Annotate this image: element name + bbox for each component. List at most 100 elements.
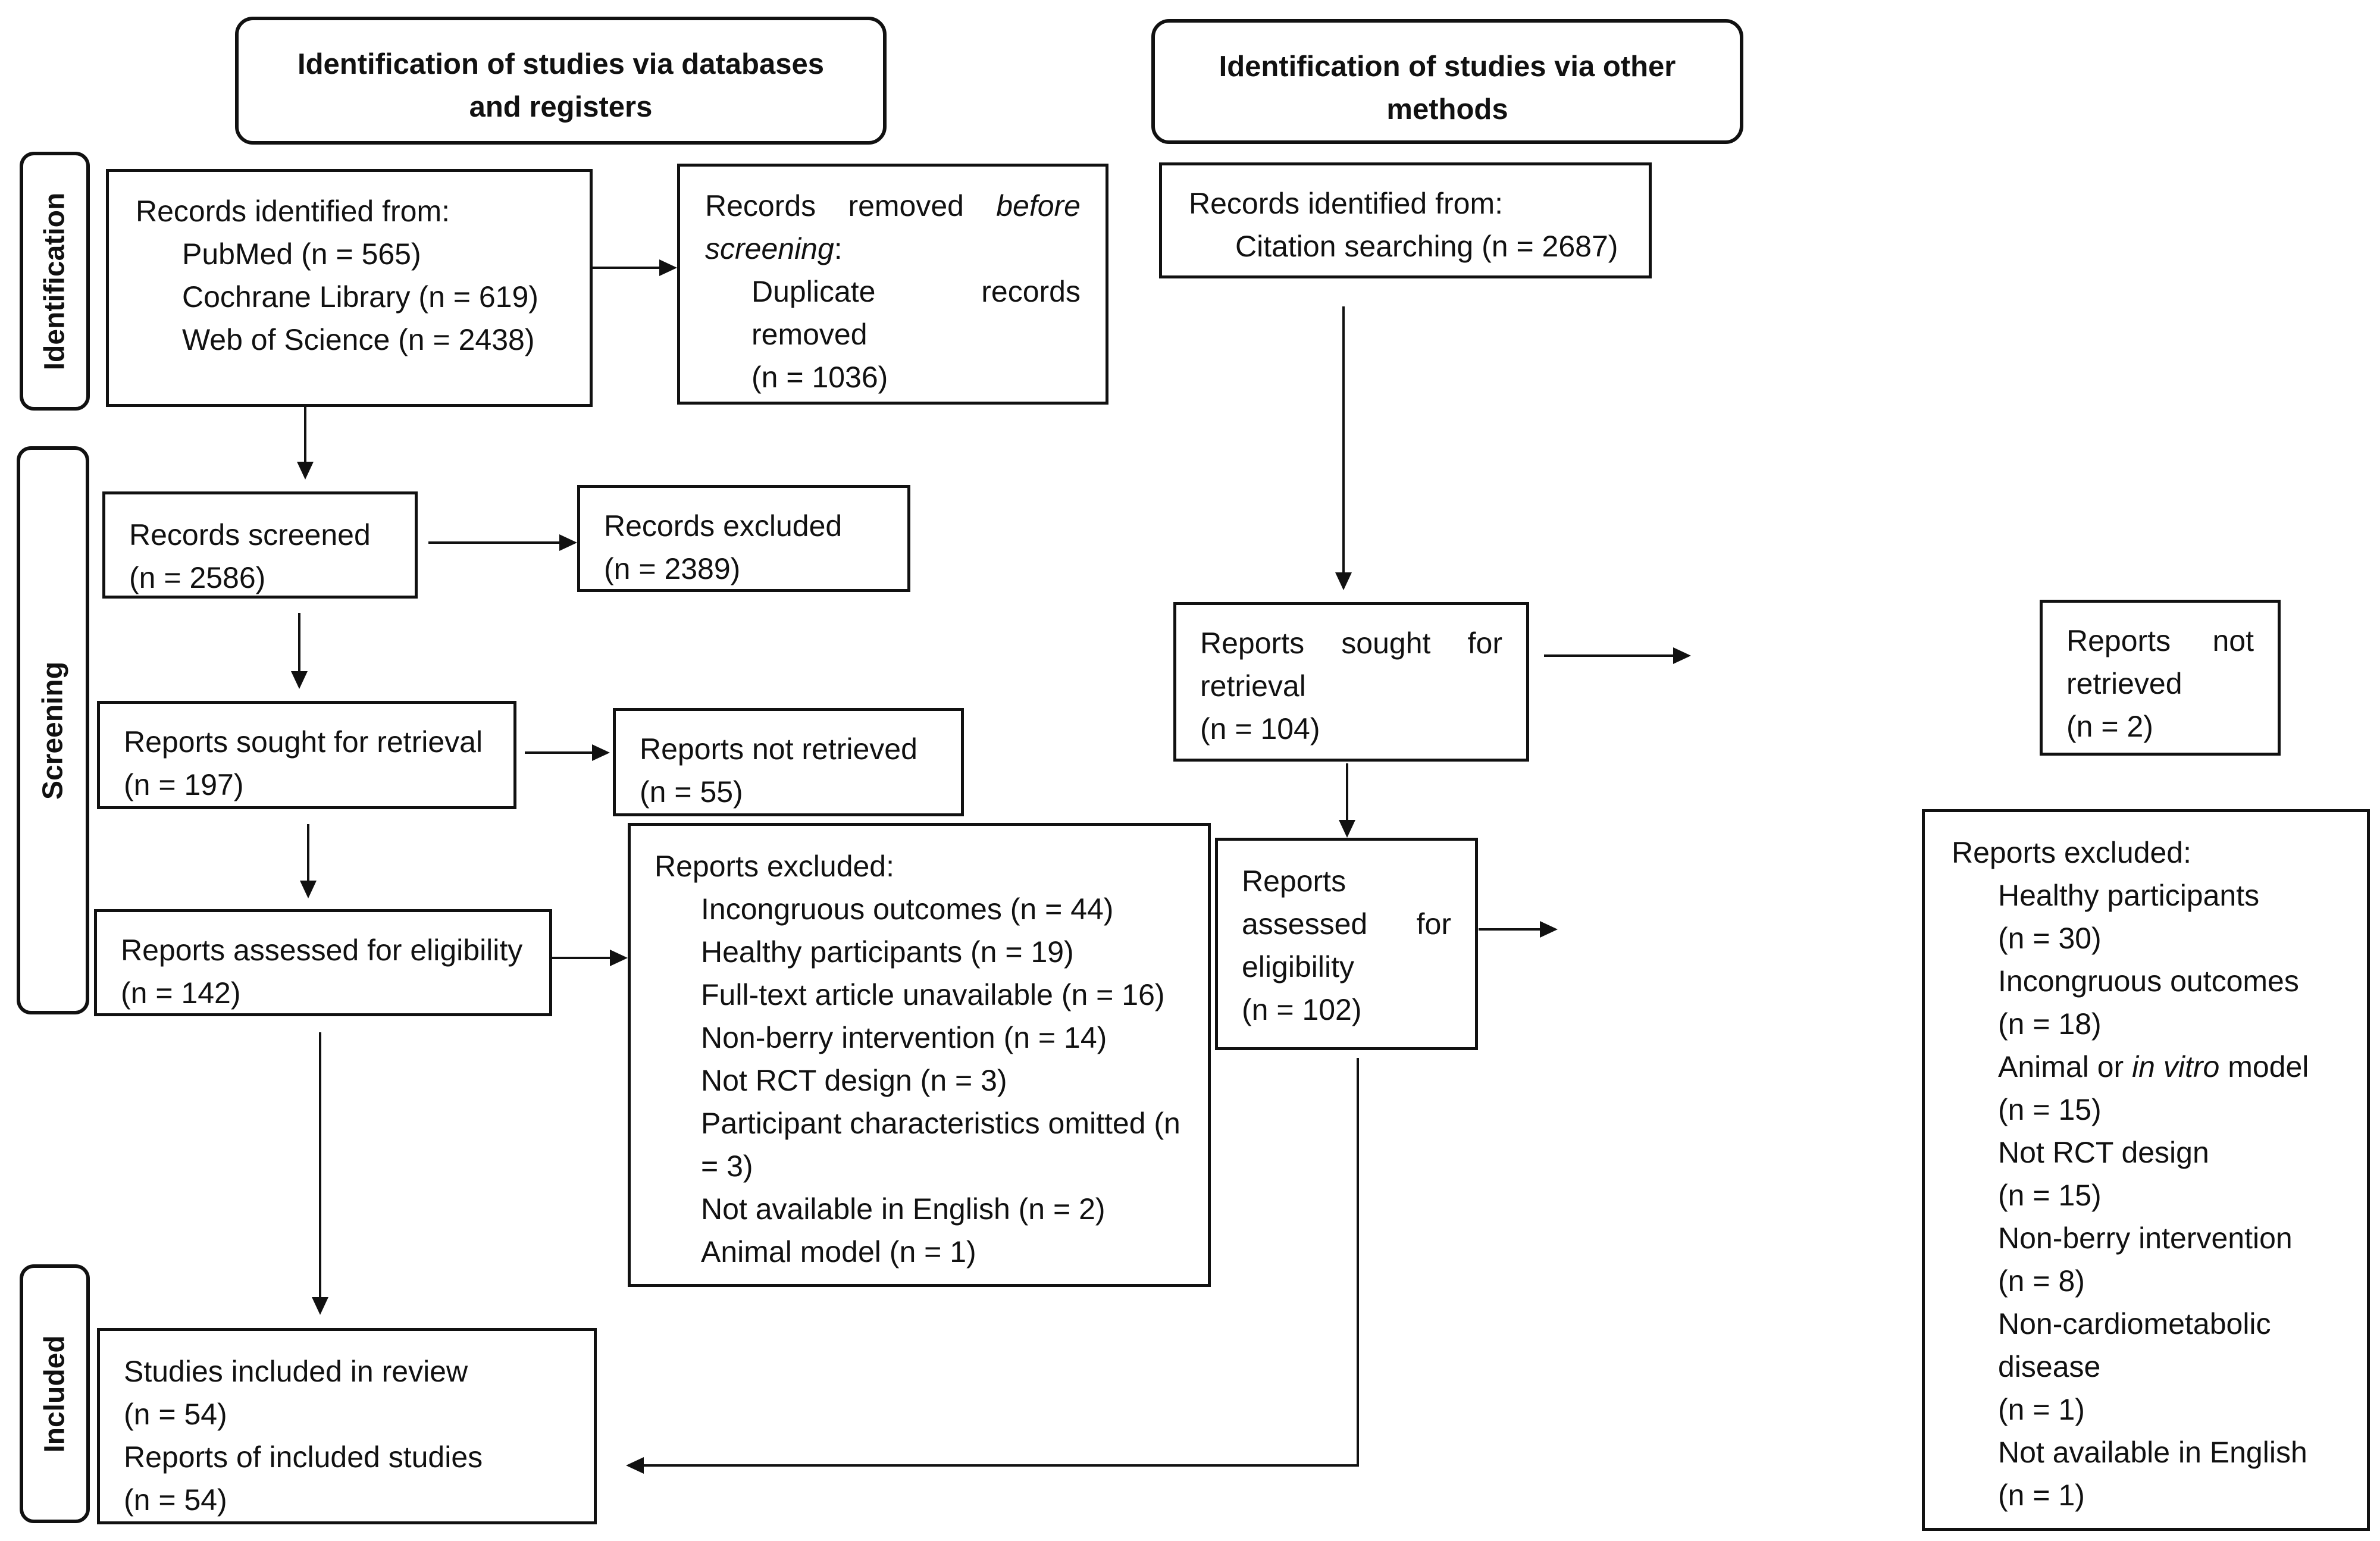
other-excluded-rct-count: (n = 15) <box>1998 1179 2102 1212</box>
reports-not-retrieved-count: (n = 55) <box>640 775 743 809</box>
reports-sought-box: Reports sought for retrieval (n = 197) <box>97 701 516 809</box>
records-pubmed: PubMed (n = 565) <box>182 237 421 271</box>
reports-sought-count: (n = 197) <box>124 768 244 801</box>
reports-assessed-other-eligibility: eligibility <box>1242 950 1354 984</box>
reports-sought-other-word-sought: sought <box>1341 627 1431 660</box>
records-removed-records-word: records <box>981 275 1081 308</box>
other-excluded-incongruous: Incongruous outcomes <box>1998 964 2299 998</box>
reports-excluded-databases-box: Reports excluded: Incongruous outcomes (… <box>628 823 1211 1287</box>
other-excluded-noncardio-count: (n = 1) <box>1998 1393 2085 1426</box>
studies-included-label: Studies included in review <box>124 1355 468 1388</box>
reports-sought-other-line-1: Reports sought for <box>1200 622 1502 665</box>
reports-not-retrieved-other-box: Reports not retrieved (n = 2) <box>2040 600 2281 756</box>
excluded-item-animal: Animal model (n = 1) <box>701 1235 976 1268</box>
arrowhead-not-retrieved <box>592 744 610 761</box>
header-other-methods: Identification of studies via other meth… <box>1151 19 1743 144</box>
arrowhead-included <box>312 1297 328 1315</box>
reports-assessed-other-word-for: for <box>1416 907 1451 941</box>
reports-assessed-other-word-assessed: assessed <box>1242 907 1368 941</box>
records-removed-line-2: screening: <box>705 227 1081 270</box>
reports-assessed-box: Reports assessed for eligibility (n = 14… <box>94 909 552 1016</box>
records-removed-line-1: Records removed before <box>705 184 1081 227</box>
reports-not-retrieved-box: Reports not retrieved (n = 55) <box>613 708 964 816</box>
records-identified-databases-box: Records identified from: PubMed (n = 565… <box>106 169 593 407</box>
excluded-item-participant-count: = 3) <box>701 1150 753 1183</box>
other-excluded-incongruous-count: (n = 18) <box>1998 1007 2102 1041</box>
other-excluded-healthy-count: (n = 30) <box>1998 922 2102 955</box>
header-other-line-2: methods <box>1386 93 1508 126</box>
other-excluded-rct: Not RCT design <box>1998 1136 2209 1169</box>
other-excluded-english-count: (n = 1) <box>1998 1479 2085 1512</box>
arrowhead-sought <box>291 671 308 689</box>
excluded-item-healthy: Healthy participants (n = 19) <box>701 935 1074 969</box>
reports-sought-other-word-reports: Reports <box>1200 627 1305 660</box>
other-excluded-healthy: Healthy participants <box>1998 879 2260 912</box>
records-screened-box: Records screened (n = 2586) <box>102 491 418 599</box>
reports-excluded-other-title: Reports excluded: <box>1952 836 2192 869</box>
reports-sought-other-count: (n = 104) <box>1200 712 1320 746</box>
header-databases-registers: Identification of studies via databases … <box>235 17 887 145</box>
other-excluded-noncardio: Non-cardiometabolic <box>1998 1307 2271 1340</box>
records-removed-box: Records removed before screening: Duplic… <box>677 164 1108 405</box>
stage-included: Included <box>20 1264 90 1523</box>
excluded-item-fulltext: Full-text article unavailable (n = 16) <box>701 978 1165 1011</box>
records-identified-other-box: Records identified from: Citation search… <box>1159 162 1652 278</box>
records-cochrane: Cochrane Library (n = 619) <box>182 280 538 314</box>
arrowhead-other-assessed <box>1339 820 1355 838</box>
records-removed-word-records: Records <box>705 189 816 223</box>
other-excluded-animal-suffix: model <box>2219 1050 2309 1083</box>
reports-assessed-other-box: Reports assessed for eligibility (n = 10… <box>1215 838 1478 1050</box>
records-removed-colon: : <box>834 232 843 265</box>
other-excluded-english: Not available in English <box>1998 1436 2307 1469</box>
excluded-item-english: Not available in English (n = 2) <box>701 1192 1106 1226</box>
records-wos: Web of Science (n = 2438) <box>182 323 535 356</box>
arrowhead-reports-excluded <box>610 950 628 966</box>
reports-not-retrieved-label: Reports not retrieved <box>640 732 917 766</box>
arrowhead-removed <box>659 259 677 276</box>
reports-not-retrieved-other-line-1: Reports not <box>2066 619 2254 662</box>
other-excluded-animal-invitro: in vitro <box>2132 1050 2220 1083</box>
reports-assessed-other-word-reports: Reports <box>1242 865 1346 898</box>
reports-sought-other-retrieval: retrieval <box>1200 669 1306 703</box>
reports-not-retrieved-other-word-reports: Reports <box>2066 624 2171 657</box>
excluded-item-rct: Not RCT design (n = 3) <box>701 1064 1007 1097</box>
studies-included-box: Studies included in review (n = 54) Repo… <box>97 1328 597 1524</box>
stage-screening: Screening <box>17 446 89 1014</box>
records-excluded-label: Records excluded <box>604 509 843 543</box>
arrowhead-other-not-retrieved <box>1673 647 1691 664</box>
arrowhead-screened <box>297 462 314 480</box>
excluded-item-incongruous: Incongruous outcomes (n = 44) <box>701 892 1114 926</box>
records-identified-other-title: Records identified from: <box>1189 187 1504 220</box>
studies-included-count: (n = 54) <box>124 1398 227 1431</box>
other-excluded-nonberry-count: (n = 8) <box>1998 1264 2085 1298</box>
reports-included-count: (n = 54) <box>124 1483 227 1517</box>
reports-sought-label: Reports sought for retrieval <box>124 725 483 759</box>
reports-included-label: Reports of included studies <box>124 1440 483 1474</box>
records-screened-count: (n = 2586) <box>129 561 266 594</box>
records-citation-searching: Citation searching (n = 2687) <box>1235 230 1618 263</box>
excluded-item-participant: Participant characteristics omitted (n <box>701 1107 1180 1140</box>
reports-excluded-other-box: Reports excluded: Healthy participants (… <box>1922 809 2370 1531</box>
records-removed-screening: screening <box>705 232 834 265</box>
arrowhead-excluded <box>559 534 577 551</box>
arrowhead-assessed <box>300 881 317 898</box>
records-identified-title: Records identified from: <box>136 195 450 228</box>
header-databases-line-1: Identification of studies via databases <box>298 48 824 80</box>
header-databases-line-2: and registers <box>469 91 653 123</box>
reports-assessed-label: Reports assessed for eligibility <box>121 934 523 967</box>
records-removed-duplicate-line: Duplicate records <box>705 270 1081 313</box>
records-removed-word-removed: removed <box>848 189 964 223</box>
other-excluded-animal: Animal or in vitro model <box>1952 1045 2343 1088</box>
arrowhead-other-included <box>626 1457 644 1474</box>
excluded-item-nonberry: Non-berry intervention (n = 14) <box>701 1021 1107 1054</box>
reports-not-retrieved-other-word-not: not <box>2212 624 2254 657</box>
other-excluded-nonberry: Non-berry intervention <box>1998 1221 2293 1255</box>
other-excluded-animal-count: (n = 15) <box>1998 1093 2102 1126</box>
records-removed-count: (n = 1036) <box>751 361 888 394</box>
records-excluded-box: Records excluded (n = 2389) <box>577 485 910 592</box>
reports-excluded-title: Reports excluded: <box>654 850 895 883</box>
records-excluded-count: (n = 2389) <box>604 552 741 585</box>
reports-not-retrieved-other-retrieved: retrieved <box>2066 667 2182 700</box>
